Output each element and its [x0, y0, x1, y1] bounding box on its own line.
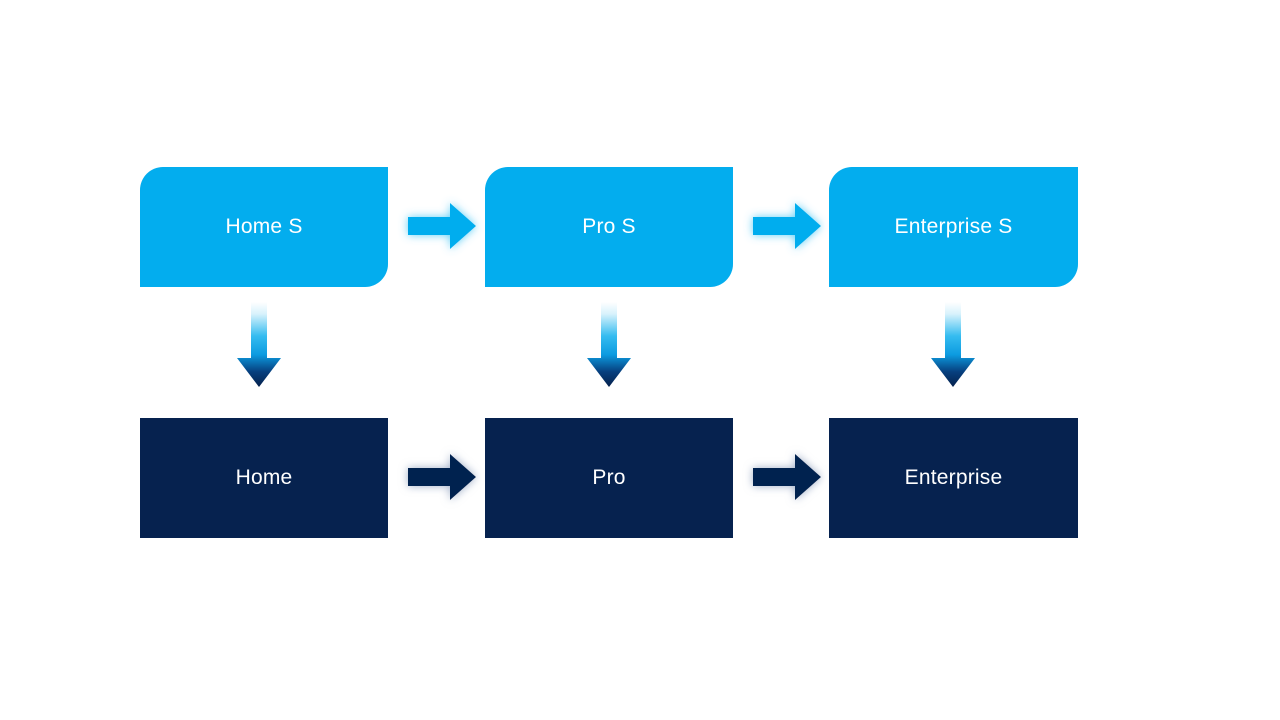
node-enterprise[interactable]: Enterprise — [829, 418, 1078, 538]
arrow-pro-s-to-pro — [586, 302, 632, 388]
down-arrow-icon — [237, 302, 281, 387]
right-arrow-icon — [753, 454, 821, 500]
arrow-home-to-pro — [406, 449, 478, 505]
right-arrow-icon — [753, 203, 821, 249]
node-enterprise-s[interactable]: Enterprise S — [829, 167, 1078, 287]
down-arrow-icon — [931, 302, 975, 387]
arrow-pro-to-enterprise — [751, 449, 823, 505]
node-home-s[interactable]: Home S — [140, 167, 388, 287]
node-label: Home — [235, 466, 293, 490]
node-home[interactable]: Home — [140, 418, 388, 538]
right-arrow-icon — [408, 203, 476, 249]
node-label: Pro — [592, 466, 626, 490]
node-label: Enterprise S — [894, 215, 1013, 239]
node-pro[interactable]: Pro — [485, 418, 733, 538]
arrow-home-s-to-pro-s — [406, 198, 478, 254]
right-arrow-icon — [408, 454, 476, 500]
down-arrow-icon — [587, 302, 631, 387]
node-label: Enterprise — [904, 466, 1003, 490]
node-pro-s[interactable]: Pro S — [485, 167, 733, 287]
arrow-pro-s-to-enterprise-s — [751, 198, 823, 254]
node-label: Pro S — [582, 215, 636, 239]
arrow-home-s-to-home — [236, 302, 282, 388]
node-label: Home S — [225, 215, 303, 239]
arrow-enterprise-s-to-enterprise — [930, 302, 976, 388]
